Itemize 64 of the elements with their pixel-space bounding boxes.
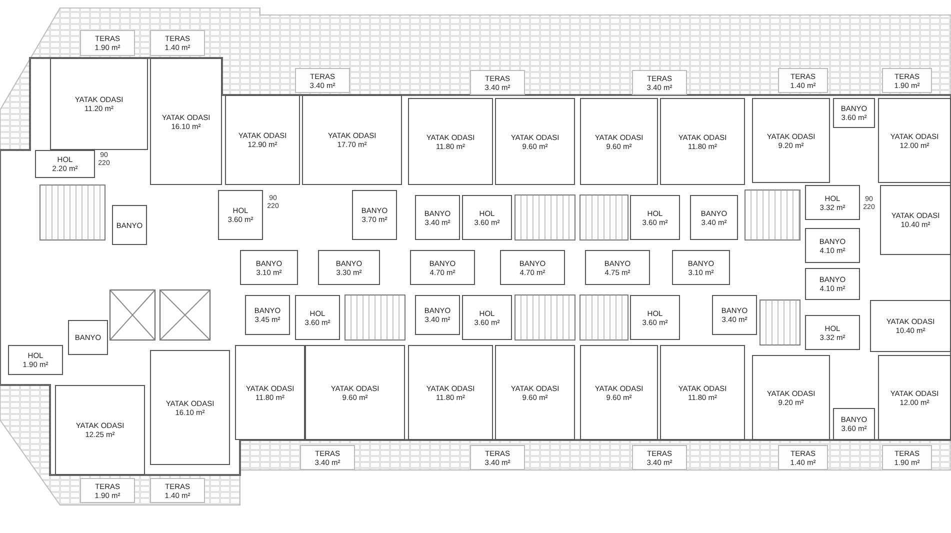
terrace-area	[295, 68, 350, 93]
terrace-area	[882, 445, 932, 470]
terrace-area	[80, 478, 135, 503]
terrace-area	[470, 445, 525, 470]
room-outline	[218, 190, 263, 240]
room-outline	[302, 95, 402, 185]
room-outline	[878, 98, 951, 183]
room-outline	[150, 58, 222, 185]
room-outline	[410, 250, 475, 285]
room-outline	[580, 345, 658, 440]
terrace-area	[632, 70, 687, 95]
terrace-area	[882, 68, 932, 93]
room-outline	[305, 345, 405, 440]
terrace-area	[632, 445, 687, 470]
room-outline	[235, 345, 305, 440]
room-outline	[50, 58, 148, 150]
room-outline	[352, 190, 397, 240]
room-outline	[295, 295, 340, 340]
room-outline	[752, 355, 830, 440]
room-outline	[55, 385, 145, 475]
room-outline	[225, 95, 300, 185]
terrace-area	[470, 70, 525, 95]
room-outline	[585, 250, 650, 285]
room-outline	[245, 295, 290, 335]
terrace-area	[150, 30, 205, 56]
room-outline	[630, 195, 680, 240]
room-outline	[672, 250, 730, 285]
room-outline	[415, 195, 460, 240]
room-outline	[752, 98, 830, 183]
terrace-area	[150, 478, 205, 503]
room-outline	[805, 228, 860, 263]
room-outline	[8, 345, 63, 375]
terrace-area	[778, 68, 828, 93]
room-outline	[462, 295, 512, 340]
room-outline	[495, 345, 575, 440]
room-outline	[500, 250, 565, 285]
room-outline	[660, 98, 745, 185]
room-outline	[870, 300, 951, 352]
room-outline	[408, 345, 493, 440]
room-outline	[408, 98, 493, 185]
terrace-area	[778, 445, 828, 470]
room-outline	[415, 295, 460, 335]
room-outline	[240, 250, 298, 285]
room-outline	[150, 350, 230, 465]
room-outline	[580, 98, 658, 185]
room-outline	[878, 355, 951, 440]
room-outline	[630, 295, 680, 340]
room-outline	[880, 185, 951, 255]
room-outline	[462, 195, 512, 240]
room-outline	[712, 295, 757, 335]
room-outline	[805, 185, 860, 220]
room-outline	[318, 250, 380, 285]
terrace-area	[80, 30, 135, 56]
room-outline	[35, 150, 95, 178]
room-outline	[660, 345, 745, 440]
room-outline	[112, 205, 147, 245]
room-outline	[833, 408, 875, 440]
room-outline	[68, 320, 108, 355]
room-outline	[690, 195, 738, 240]
terrace-area	[300, 445, 355, 470]
room-outline	[805, 268, 860, 300]
room-outline	[833, 98, 875, 128]
room-outline	[805, 315, 860, 350]
room-outline	[495, 98, 575, 185]
